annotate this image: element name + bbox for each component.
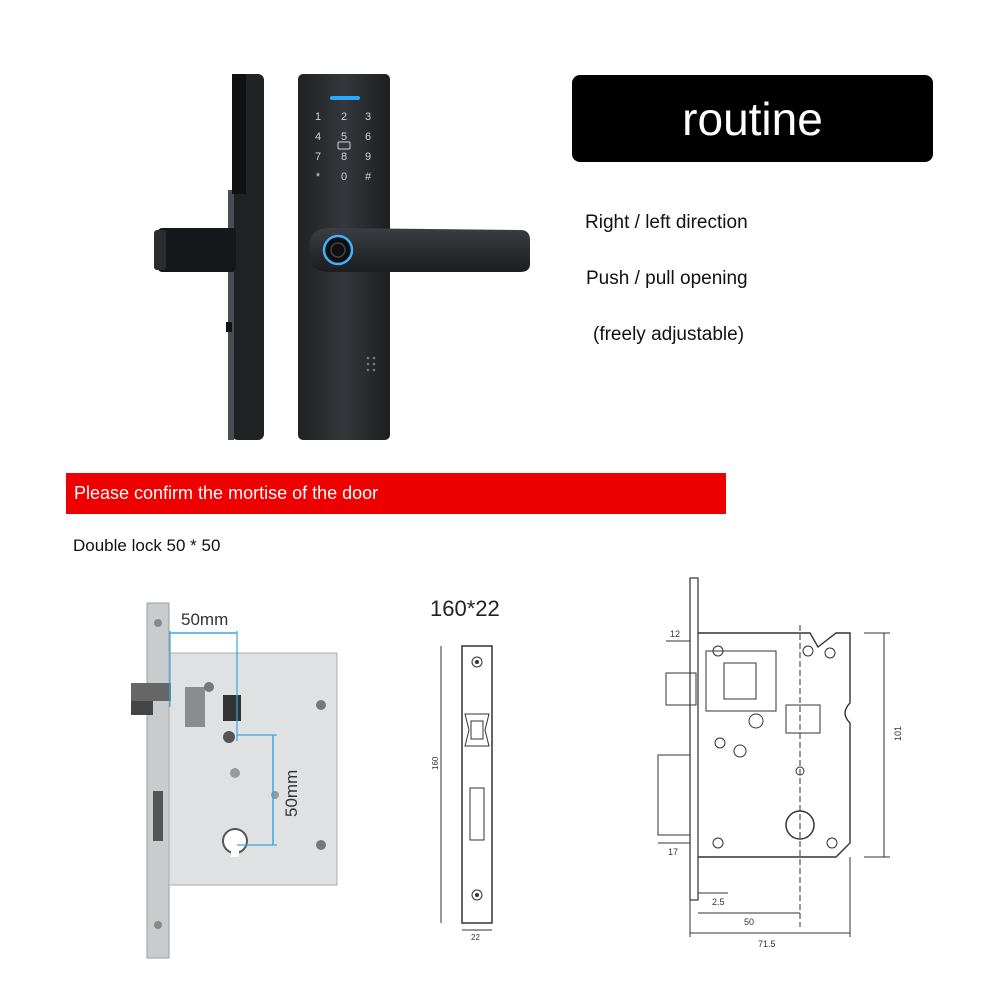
dimension-horizontal: 50mm xyxy=(181,610,228,629)
keypad-key: 5 xyxy=(341,131,347,143)
double-lock-label: Double lock 50 * 50 xyxy=(73,536,221,555)
faceplate-width: 22 xyxy=(471,933,480,942)
keypad-key: 3 xyxy=(365,111,371,123)
mortise-lock-photo: 50mm 50mm xyxy=(131,602,338,959)
dimension-71-5: 71.5 xyxy=(758,939,776,949)
drawing-faceplate xyxy=(689,577,699,901)
drawing-case xyxy=(698,632,851,858)
lock-faceplate-steel xyxy=(146,602,170,959)
keypad-key: * xyxy=(316,171,321,183)
mortise-banner: Please confirm the mortise of the door xyxy=(66,473,726,514)
keypad-key: 1 xyxy=(315,111,321,123)
faceplate-height: 160 xyxy=(431,756,440,770)
feature-push-pull: Push / pull opening xyxy=(586,268,748,289)
dimension-2-5: 2.5 xyxy=(712,897,725,907)
feature-adjustable: (freely adjustable) xyxy=(593,324,745,345)
faceplate-outline xyxy=(461,645,493,924)
keypad-key: 8 xyxy=(341,151,347,163)
side-handle xyxy=(158,228,236,272)
card-reader-icon xyxy=(337,141,351,150)
dimension-vertical: 50mm xyxy=(282,770,301,817)
keypad: 1 2 3 4 5 6 7 8 9 * 0 # xyxy=(315,111,372,183)
dimension-101: 101 xyxy=(893,726,903,741)
feature-direction: Right / left direction xyxy=(585,212,748,233)
routine-label: routine xyxy=(682,92,823,145)
smart-lock-illustration: 1 2 3 4 5 6 7 8 9 * 0 # xyxy=(154,74,530,440)
speaker-grille xyxy=(366,356,376,372)
dimension-50: 50 xyxy=(744,917,754,927)
faceplate-size-label: 160*22 xyxy=(430,596,500,621)
keypad-key: 9 xyxy=(365,151,371,163)
keypad-key: 2 xyxy=(341,111,347,123)
mortise-technical-drawing: 101 12 17 2.5 50 71.5 xyxy=(657,577,903,949)
keypad-key: 6 xyxy=(365,131,371,143)
dimension-17: 17 xyxy=(668,847,678,857)
faceplate-drawing: 160*22 160 22 xyxy=(430,596,500,942)
keypad-key: 0 xyxy=(341,171,347,183)
fingerprint-sensor xyxy=(322,234,354,266)
keypad-key: 7 xyxy=(315,151,321,163)
mortise-banner-text: Please confirm the mortise of the door xyxy=(74,483,379,503)
routine-banner: routine xyxy=(572,75,933,162)
keypad-key: # xyxy=(365,171,372,183)
keypad-key: 4 xyxy=(315,131,321,143)
dimension-12: 12 xyxy=(670,629,680,639)
lever-handle xyxy=(310,228,530,272)
